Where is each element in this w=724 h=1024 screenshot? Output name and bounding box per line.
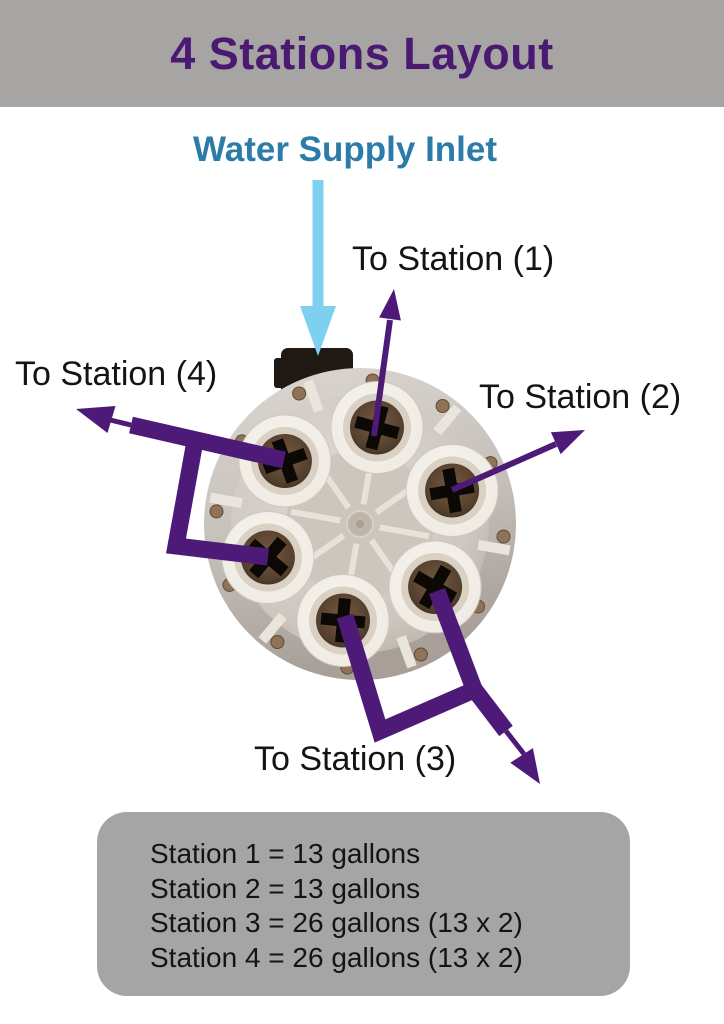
station-capacity-box: Station 1 = 13 gallons Station 2 = 13 ga… xyxy=(97,812,630,996)
station-4-capacity: Station 4 = 26 gallons (13 x 2) xyxy=(150,941,523,973)
station-2-arrow-icon xyxy=(450,430,585,493)
to-station-1-label: To Station (1) xyxy=(352,240,555,278)
station-1-capacity: Station 1 = 13 gallons xyxy=(150,838,421,869)
water-supply-inlet-label: Water Supply Inlet xyxy=(193,130,498,169)
header-band: 4 Stations Layout xyxy=(0,0,724,107)
rim-ribs xyxy=(209,379,511,669)
station-4-arrow-icon xyxy=(76,406,286,566)
to-station-4-label: To Station (4) xyxy=(15,355,218,393)
manifold-body xyxy=(204,368,516,680)
station-2-capacity: Station 2 = 13 gallons xyxy=(150,872,421,904)
station-1-arrow-icon xyxy=(371,289,401,437)
water-inlet-arrow-icon xyxy=(300,180,336,356)
to-station-2-label: To Station (2) xyxy=(479,378,682,416)
to-station-3-label: To Station (3) xyxy=(254,740,457,778)
station-3-arrow-icon xyxy=(336,587,540,784)
page-title: 4 Stations Layout xyxy=(170,27,554,79)
port-hole-6 xyxy=(238,414,332,508)
port-hole-2 xyxy=(405,444,499,537)
station-3-capacity: Station 3 = 26 gallons (13 x 2) xyxy=(150,907,523,938)
port-hole-3 xyxy=(388,540,482,634)
